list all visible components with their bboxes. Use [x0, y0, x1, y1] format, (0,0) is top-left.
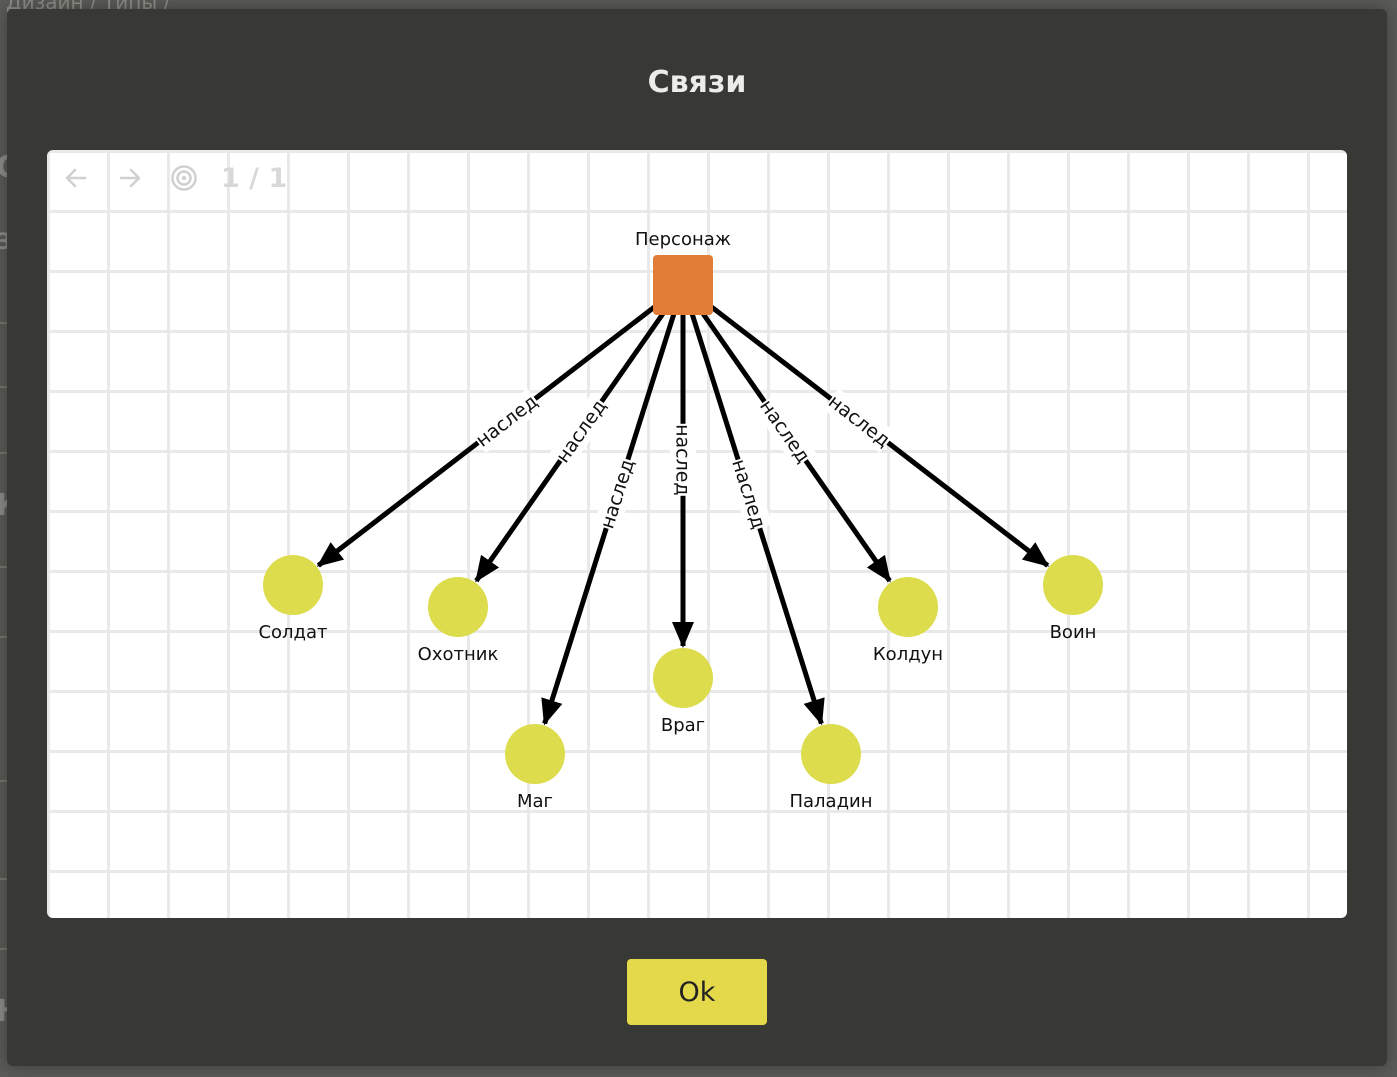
edge-label-background	[725, 455, 773, 533]
edge-label-background	[593, 455, 641, 533]
edge-label: наслед	[672, 424, 694, 495]
edge-label-group: наслед	[593, 455, 641, 533]
child-node-label: Солдат	[258, 622, 327, 643]
dialog-title: Связи	[647, 65, 747, 100]
edge-label: наслед	[727, 457, 769, 532]
edge-label-group: наслед	[725, 455, 773, 533]
child-node-label: Колдун	[873, 644, 943, 665]
background-divider	[0, 878, 8, 880]
edge-label-group: наслед	[549, 394, 613, 469]
child-node[interactable]	[653, 648, 713, 708]
page-counter: 1 / 1	[221, 162, 288, 194]
child-node-label: Охотник	[418, 644, 499, 665]
background-divider	[0, 636, 8, 638]
edge-label-background	[549, 394, 613, 469]
background-divider	[0, 948, 8, 950]
child-node[interactable]	[428, 577, 488, 637]
child-node-label: Паладин	[789, 791, 872, 812]
child-node[interactable]	[1043, 555, 1103, 615]
child-node[interactable]	[801, 724, 861, 784]
root-node[interactable]	[653, 255, 713, 315]
edge-label-background	[470, 388, 544, 453]
ok-button[interactable]: Ok	[627, 959, 767, 1025]
graph-toolbar: 1 / 1	[61, 160, 287, 196]
child-node-label: Маг	[517, 791, 553, 812]
background-divider	[0, 452, 8, 454]
background-fragment: З	[0, 230, 12, 255]
edge-label: наслед	[755, 396, 814, 467]
child-node[interactable]	[263, 555, 323, 615]
edge-label-background	[753, 394, 817, 469]
background-divider	[0, 780, 8, 782]
root-node-label: Персонаж	[635, 229, 731, 250]
edge-label-background	[822, 388, 896, 453]
edge-label: наслед	[472, 391, 542, 452]
child-node-label: Воин	[1050, 622, 1097, 643]
edge-label: наслед	[596, 457, 638, 532]
background-divider	[0, 322, 8, 324]
center-view-button[interactable]	[169, 163, 199, 193]
edge-label-group: наслед	[822, 388, 896, 453]
edge-label-group: наслед	[470, 388, 544, 453]
child-node[interactable]	[878, 577, 938, 637]
edge-label-background	[670, 423, 696, 496]
background-divider	[0, 386, 8, 388]
edge-label: наслед	[552, 396, 611, 467]
back-button[interactable]	[61, 163, 91, 193]
edge-label-group: наслед	[670, 423, 696, 496]
arrow-right-icon	[119, 168, 141, 188]
arrow-left-icon	[65, 168, 87, 188]
forward-button[interactable]	[115, 163, 145, 193]
edge-label-group: наслед	[753, 394, 817, 469]
background-divider	[0, 566, 8, 568]
child-node-label: Враг	[661, 715, 705, 736]
edge-label: наслед	[824, 391, 894, 452]
target-icon	[171, 165, 197, 191]
child-node[interactable]	[505, 724, 565, 784]
